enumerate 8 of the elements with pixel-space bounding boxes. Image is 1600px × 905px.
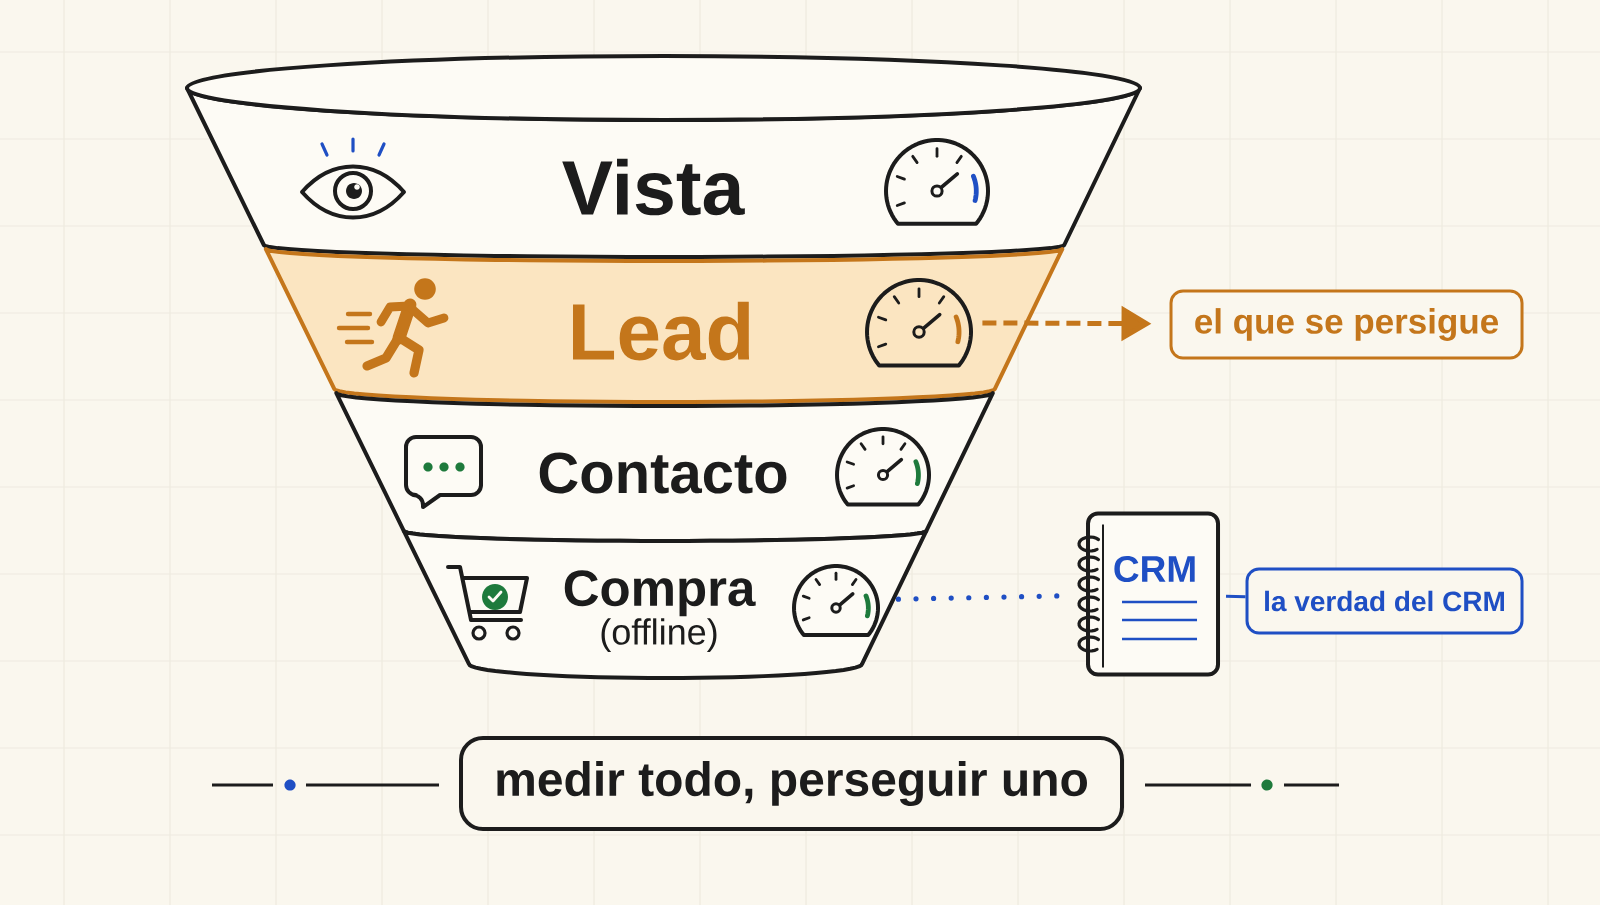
funnel-band: Vista: [185, 54, 1142, 259]
connector-line: [1225, 594, 1246, 599]
callout-box: el que se persigue: [1169, 289, 1524, 360]
funnel-band: Compra (offline): [401, 529, 929, 680]
notebook: CRM: [1077, 511, 1220, 677]
dotted-line: [895, 593, 1062, 602]
motto-box: medir todo, perseguir uno: [459, 736, 1124, 831]
callout-box: la verdad del CRM: [1245, 567, 1524, 635]
